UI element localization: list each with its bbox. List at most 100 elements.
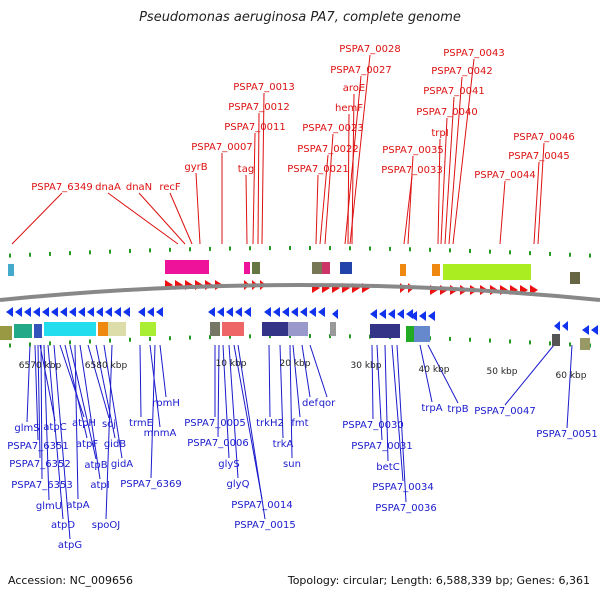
top-gene-label[interactable]: PSPA7_0045 bbox=[508, 151, 569, 162]
bottom-gene-label[interactable]: atpI bbox=[90, 480, 109, 491]
top-gene-label[interactable]: PSPA7_0041 bbox=[423, 86, 484, 97]
feature-block[interactable] bbox=[210, 322, 220, 336]
feature-block[interactable] bbox=[414, 326, 430, 342]
reverse-gene-arrow[interactable] bbox=[370, 309, 377, 319]
feature-block[interactable] bbox=[370, 324, 400, 338]
bottom-gene-label[interactable]: PSPA7_0036 bbox=[375, 503, 436, 514]
reverse-gene-arrow[interactable] bbox=[96, 307, 103, 317]
feature-block[interactable] bbox=[570, 272, 580, 284]
bottom-gene-label[interactable]: atpF bbox=[76, 439, 98, 450]
feature-block[interactable] bbox=[244, 262, 250, 274]
reverse-gene-arrow[interactable] bbox=[591, 325, 598, 335]
reverse-gene-arrow[interactable] bbox=[379, 309, 386, 319]
top-gene-label[interactable]: trpI bbox=[431, 128, 448, 139]
reverse-gene-arrow[interactable] bbox=[42, 307, 49, 317]
reverse-gene-arrow[interactable] bbox=[554, 321, 560, 331]
feature-block[interactable] bbox=[165, 260, 209, 274]
reverse-gene-arrow[interactable] bbox=[156, 307, 163, 317]
top-gene-label[interactable]: dnaN bbox=[126, 182, 152, 193]
reverse-gene-arrow[interactable] bbox=[397, 309, 404, 319]
reverse-gene-arrow[interactable] bbox=[217, 307, 224, 317]
top-gene-label[interactable]: PSPA7_0022 bbox=[297, 144, 358, 155]
reverse-gene-arrow[interactable] bbox=[235, 307, 242, 317]
reverse-gene-arrow[interactable] bbox=[582, 325, 589, 335]
bottom-gene-label[interactable]: glmS bbox=[14, 423, 39, 434]
bottom-gene-label[interactable]: PSPA7_0034 bbox=[372, 482, 433, 493]
feature-block[interactable] bbox=[580, 338, 590, 350]
feature-block[interactable] bbox=[222, 322, 244, 336]
feature-block[interactable] bbox=[98, 322, 108, 336]
reverse-gene-arrow[interactable] bbox=[87, 307, 94, 317]
bottom-gene-label[interactable]: gidA bbox=[111, 459, 133, 470]
bottom-gene-label[interactable]: gidB bbox=[104, 439, 126, 450]
feature-block[interactable] bbox=[552, 334, 560, 346]
feature-block[interactable] bbox=[252, 262, 260, 274]
top-gene-label[interactable]: dnaA bbox=[95, 182, 121, 193]
bottom-gene-label[interactable]: PSPA7_0005 bbox=[184, 418, 245, 429]
top-gene-label[interactable]: tag bbox=[238, 164, 254, 175]
feature-block[interactable] bbox=[14, 324, 32, 338]
bottom-gene-label[interactable]: trpB bbox=[447, 404, 468, 415]
reverse-gene-arrow[interactable] bbox=[15, 307, 22, 317]
bottom-gene-label[interactable]: PSPA7_6352 bbox=[9, 459, 70, 470]
feature-block[interactable] bbox=[322, 262, 330, 274]
top-gene-label[interactable]: PSPA7_0013 bbox=[233, 82, 294, 93]
feature-block[interactable] bbox=[340, 262, 352, 274]
feature-block[interactable] bbox=[443, 264, 531, 280]
bottom-gene-label[interactable]: PSPA7_0014 bbox=[231, 500, 292, 511]
top-gene-label[interactable]: PSPA7_0035 bbox=[382, 145, 443, 156]
top-gene-label[interactable]: PSPA7_0033 bbox=[381, 165, 442, 176]
top-gene-label[interactable]: PSPA7_0044 bbox=[474, 170, 535, 181]
feature-block[interactable] bbox=[262, 322, 288, 336]
bottom-gene-label[interactable]: PSPA7_0051 bbox=[536, 429, 597, 440]
top-gene-label[interactable]: PSPA7_0028 bbox=[339, 44, 400, 55]
bottom-gene-label[interactable]: qor bbox=[319, 398, 336, 409]
bottom-gene-label[interactable]: trkA bbox=[273, 439, 294, 450]
feature-block[interactable] bbox=[108, 322, 126, 336]
top-gene-label[interactable]: PSPA7_0046 bbox=[513, 132, 574, 143]
reverse-gene-arrow[interactable] bbox=[264, 307, 271, 317]
top-gene-label[interactable]: PSPA7_0027 bbox=[330, 65, 391, 76]
reverse-gene-arrow[interactable] bbox=[123, 307, 130, 317]
reverse-gene-arrow[interactable] bbox=[406, 309, 413, 319]
reverse-gene-arrow[interactable] bbox=[33, 307, 40, 317]
feature-block[interactable] bbox=[34, 324, 42, 338]
bottom-gene-label[interactable]: glyQ bbox=[227, 479, 250, 490]
reverse-gene-arrow[interactable] bbox=[138, 307, 145, 317]
reverse-gene-arrow[interactable] bbox=[318, 307, 325, 317]
feature-block[interactable] bbox=[330, 322, 336, 336]
bottom-gene-label[interactable]: atpH bbox=[72, 418, 96, 429]
reverse-gene-arrow[interactable] bbox=[78, 307, 85, 317]
bottom-gene-label[interactable]: PSPA7_0015 bbox=[234, 520, 295, 531]
bottom-gene-label[interactable]: PSPA7_6351 bbox=[7, 441, 68, 452]
feature-block[interactable] bbox=[288, 322, 308, 336]
reverse-gene-arrow[interactable] bbox=[282, 307, 289, 317]
reverse-gene-arrow[interactable] bbox=[208, 307, 215, 317]
bottom-gene-label[interactable]: atpG bbox=[58, 540, 82, 551]
reverse-gene-arrow[interactable] bbox=[6, 307, 13, 317]
bottom-gene-label[interactable]: spoOJ bbox=[92, 520, 121, 531]
top-gene-label[interactable]: PSPA7_0007 bbox=[191, 142, 252, 153]
feature-block[interactable] bbox=[312, 262, 322, 274]
reverse-gene-arrow[interactable] bbox=[273, 307, 280, 317]
reverse-gene-arrow[interactable] bbox=[51, 307, 58, 317]
bottom-gene-label[interactable]: PSPA7_0006 bbox=[187, 438, 248, 449]
reverse-gene-arrow[interactable] bbox=[300, 307, 307, 317]
bottom-gene-label[interactable]: atpA bbox=[66, 500, 89, 511]
bottom-gene-label[interactable]: def bbox=[302, 398, 319, 409]
top-gene-label[interactable]: PSPA7_0040 bbox=[416, 107, 477, 118]
top-gene-label[interactable]: PSPA7_0043 bbox=[443, 48, 504, 59]
reverse-gene-arrow[interactable] bbox=[60, 307, 67, 317]
bottom-gene-label[interactable]: trkH2 bbox=[256, 418, 284, 429]
reverse-gene-arrow[interactable] bbox=[147, 307, 154, 317]
bottom-gene-label[interactable]: PSPA7_6369 bbox=[120, 479, 181, 490]
bottom-gene-label[interactable]: mnmA bbox=[144, 428, 177, 439]
reverse-gene-arrow[interactable] bbox=[332, 309, 338, 319]
bottom-gene-label[interactable]: PSPA7_0030 bbox=[342, 420, 403, 431]
top-gene-label[interactable]: PSPA7_0012 bbox=[228, 102, 289, 113]
reverse-gene-arrow[interactable] bbox=[114, 307, 121, 317]
top-gene-label[interactable]: PSPA7_0023 bbox=[302, 123, 363, 134]
reverse-gene-arrow[interactable] bbox=[105, 307, 112, 317]
bottom-gene-label[interactable]: PSPA7_6353 bbox=[11, 480, 72, 491]
